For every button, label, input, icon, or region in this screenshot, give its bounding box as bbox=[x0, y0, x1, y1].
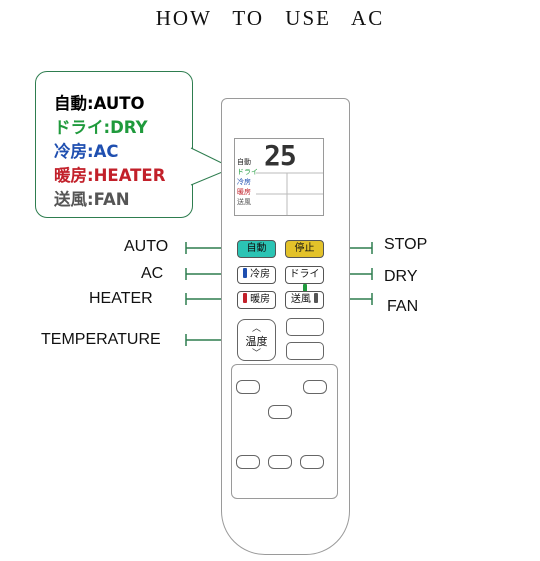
lcd-display: 25 自動 ドライ 冷房 暖房 送風 bbox=[234, 138, 324, 216]
legend-en: AUTO bbox=[93, 94, 145, 113]
legend-row-fan: 送風:FAN bbox=[54, 186, 130, 210]
legend-en: HEATER bbox=[93, 166, 166, 185]
fan-color-bar-icon bbox=[314, 293, 319, 303]
legend-en: FAN bbox=[93, 190, 130, 209]
lcd-temperature: 25 bbox=[264, 139, 297, 172]
label-auto: AUTO bbox=[124, 238, 169, 255]
lcd-mode-dry: ドライ bbox=[237, 168, 258, 176]
label-heater: HEATER bbox=[89, 290, 153, 307]
page-title: HOW TO USE AC bbox=[155, 6, 385, 30]
legend-en: DRY bbox=[110, 118, 148, 137]
lower-button-bottom-center[interactable] bbox=[268, 455, 292, 469]
temperature-button-label: 温度 bbox=[245, 335, 268, 348]
legend-sep: : bbox=[87, 142, 94, 161]
legend-sep: : bbox=[103, 118, 111, 137]
legend-sep: : bbox=[87, 190, 94, 209]
legend-row-auto: 自動:AUTO bbox=[54, 90, 145, 114]
legend-jp: ドライ bbox=[54, 118, 104, 137]
ac-button[interactable]: 冷房 bbox=[237, 266, 276, 284]
unlabeled-button-1[interactable] bbox=[286, 318, 324, 336]
temperature-button[interactable]: ︿ 温度 ﹀ bbox=[237, 319, 276, 361]
heater-button-label: 暖房 bbox=[250, 294, 271, 305]
legend-jp: 冷房 bbox=[54, 142, 87, 161]
lcd-mode-heater: 暖房 bbox=[237, 188, 251, 196]
legend-row-heater: 暖房:HEATER bbox=[54, 162, 165, 186]
fan-button[interactable]: 送風 bbox=[285, 291, 324, 309]
legend-jp: 暖房 bbox=[54, 166, 87, 185]
heater-button[interactable]: 暖房 bbox=[237, 291, 276, 309]
label-ac: AC bbox=[141, 265, 164, 282]
legend-sep: : bbox=[87, 166, 94, 185]
legend-row-dry: ドライ:DRY bbox=[54, 114, 148, 138]
dry-button-label: ドライ bbox=[289, 269, 320, 280]
lower-button-bottom-right[interactable] bbox=[300, 455, 324, 469]
lcd-mode-ac: 冷房 bbox=[237, 178, 251, 186]
mode-legend-callout: 自動:AUTO ドライ:DRY 冷房:AC 暖房:HEATER 送風:FAN bbox=[35, 71, 193, 218]
lower-button-top-right[interactable] bbox=[303, 380, 327, 394]
lower-button-bottom-left[interactable] bbox=[236, 455, 260, 469]
ac-color-bar-icon bbox=[242, 268, 247, 278]
unlabeled-button-2[interactable] bbox=[286, 342, 324, 360]
dry-button[interactable]: ドライ bbox=[285, 266, 324, 294]
dry-color-bar-icon bbox=[302, 284, 307, 294]
chevron-up-icon: ︿ bbox=[251, 324, 261, 334]
lcd-grid bbox=[256, 172, 323, 215]
heater-color-bar-icon bbox=[242, 293, 247, 303]
legend-jp: 自動 bbox=[54, 94, 87, 113]
label-temperature: TEMPERATURE bbox=[41, 331, 161, 348]
stop-button[interactable]: 停止 bbox=[285, 240, 324, 258]
legend-sep: : bbox=[87, 94, 94, 113]
auto-button[interactable]: 自動 bbox=[237, 240, 276, 258]
legend-jp: 送風 bbox=[54, 190, 87, 209]
lower-button-top-left[interactable] bbox=[236, 380, 260, 394]
lcd-mode-auto: 自動 bbox=[237, 158, 251, 166]
label-stop: STOP bbox=[384, 236, 428, 253]
lcd-mode-list: 自動 ドライ 冷房 暖房 送風 bbox=[237, 157, 258, 207]
legend-row-ac: 冷房:AC bbox=[54, 138, 119, 162]
chevron-down-icon: ﹀ bbox=[251, 349, 261, 359]
fan-button-label: 送風 bbox=[290, 294, 311, 305]
lcd-mode-fan: 送風 bbox=[237, 198, 251, 206]
label-fan: FAN bbox=[387, 298, 419, 315]
legend-en: AC bbox=[93, 142, 119, 161]
lower-button-middle[interactable] bbox=[268, 405, 292, 419]
ac-button-label: 冷房 bbox=[250, 269, 271, 280]
label-dry: DRY bbox=[384, 268, 418, 285]
